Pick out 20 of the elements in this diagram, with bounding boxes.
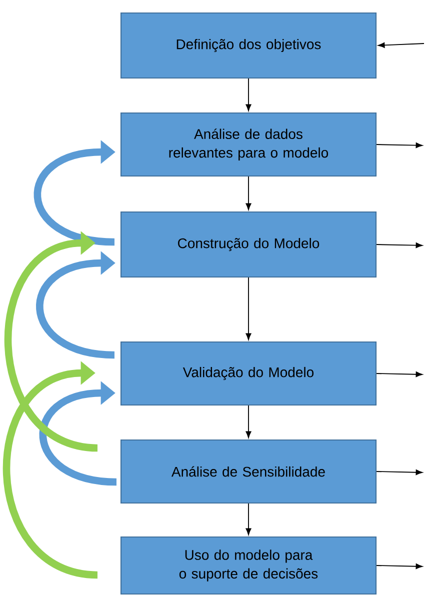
process-box: Análise de dados relevantes para o modelo [120, 112, 377, 177]
arrow [246, 503, 252, 536]
arrow [246, 405, 252, 438]
arrow [39, 381, 117, 486]
arrow [376, 564, 423, 570]
arrow [376, 470, 423, 476]
process-box: Construção do Modelo [120, 211, 377, 278]
arrow [376, 242, 423, 248]
process-box: Validação do Modelo [120, 341, 377, 406]
process-box: Análise de Sensibilidade [120, 439, 377, 504]
arrow [4, 231, 98, 452]
process-box: Uso do modelo para o suporte de decisões [120, 536, 377, 595]
arrow [376, 142, 423, 148]
process-box: Definição dos objetivos [120, 12, 377, 79]
arrow [246, 176, 252, 210]
arrow [3, 361, 98, 579]
arrow [376, 372, 423, 378]
arrow [246, 78, 252, 112]
arrow [378, 42, 424, 48]
arrow [246, 277, 252, 340]
